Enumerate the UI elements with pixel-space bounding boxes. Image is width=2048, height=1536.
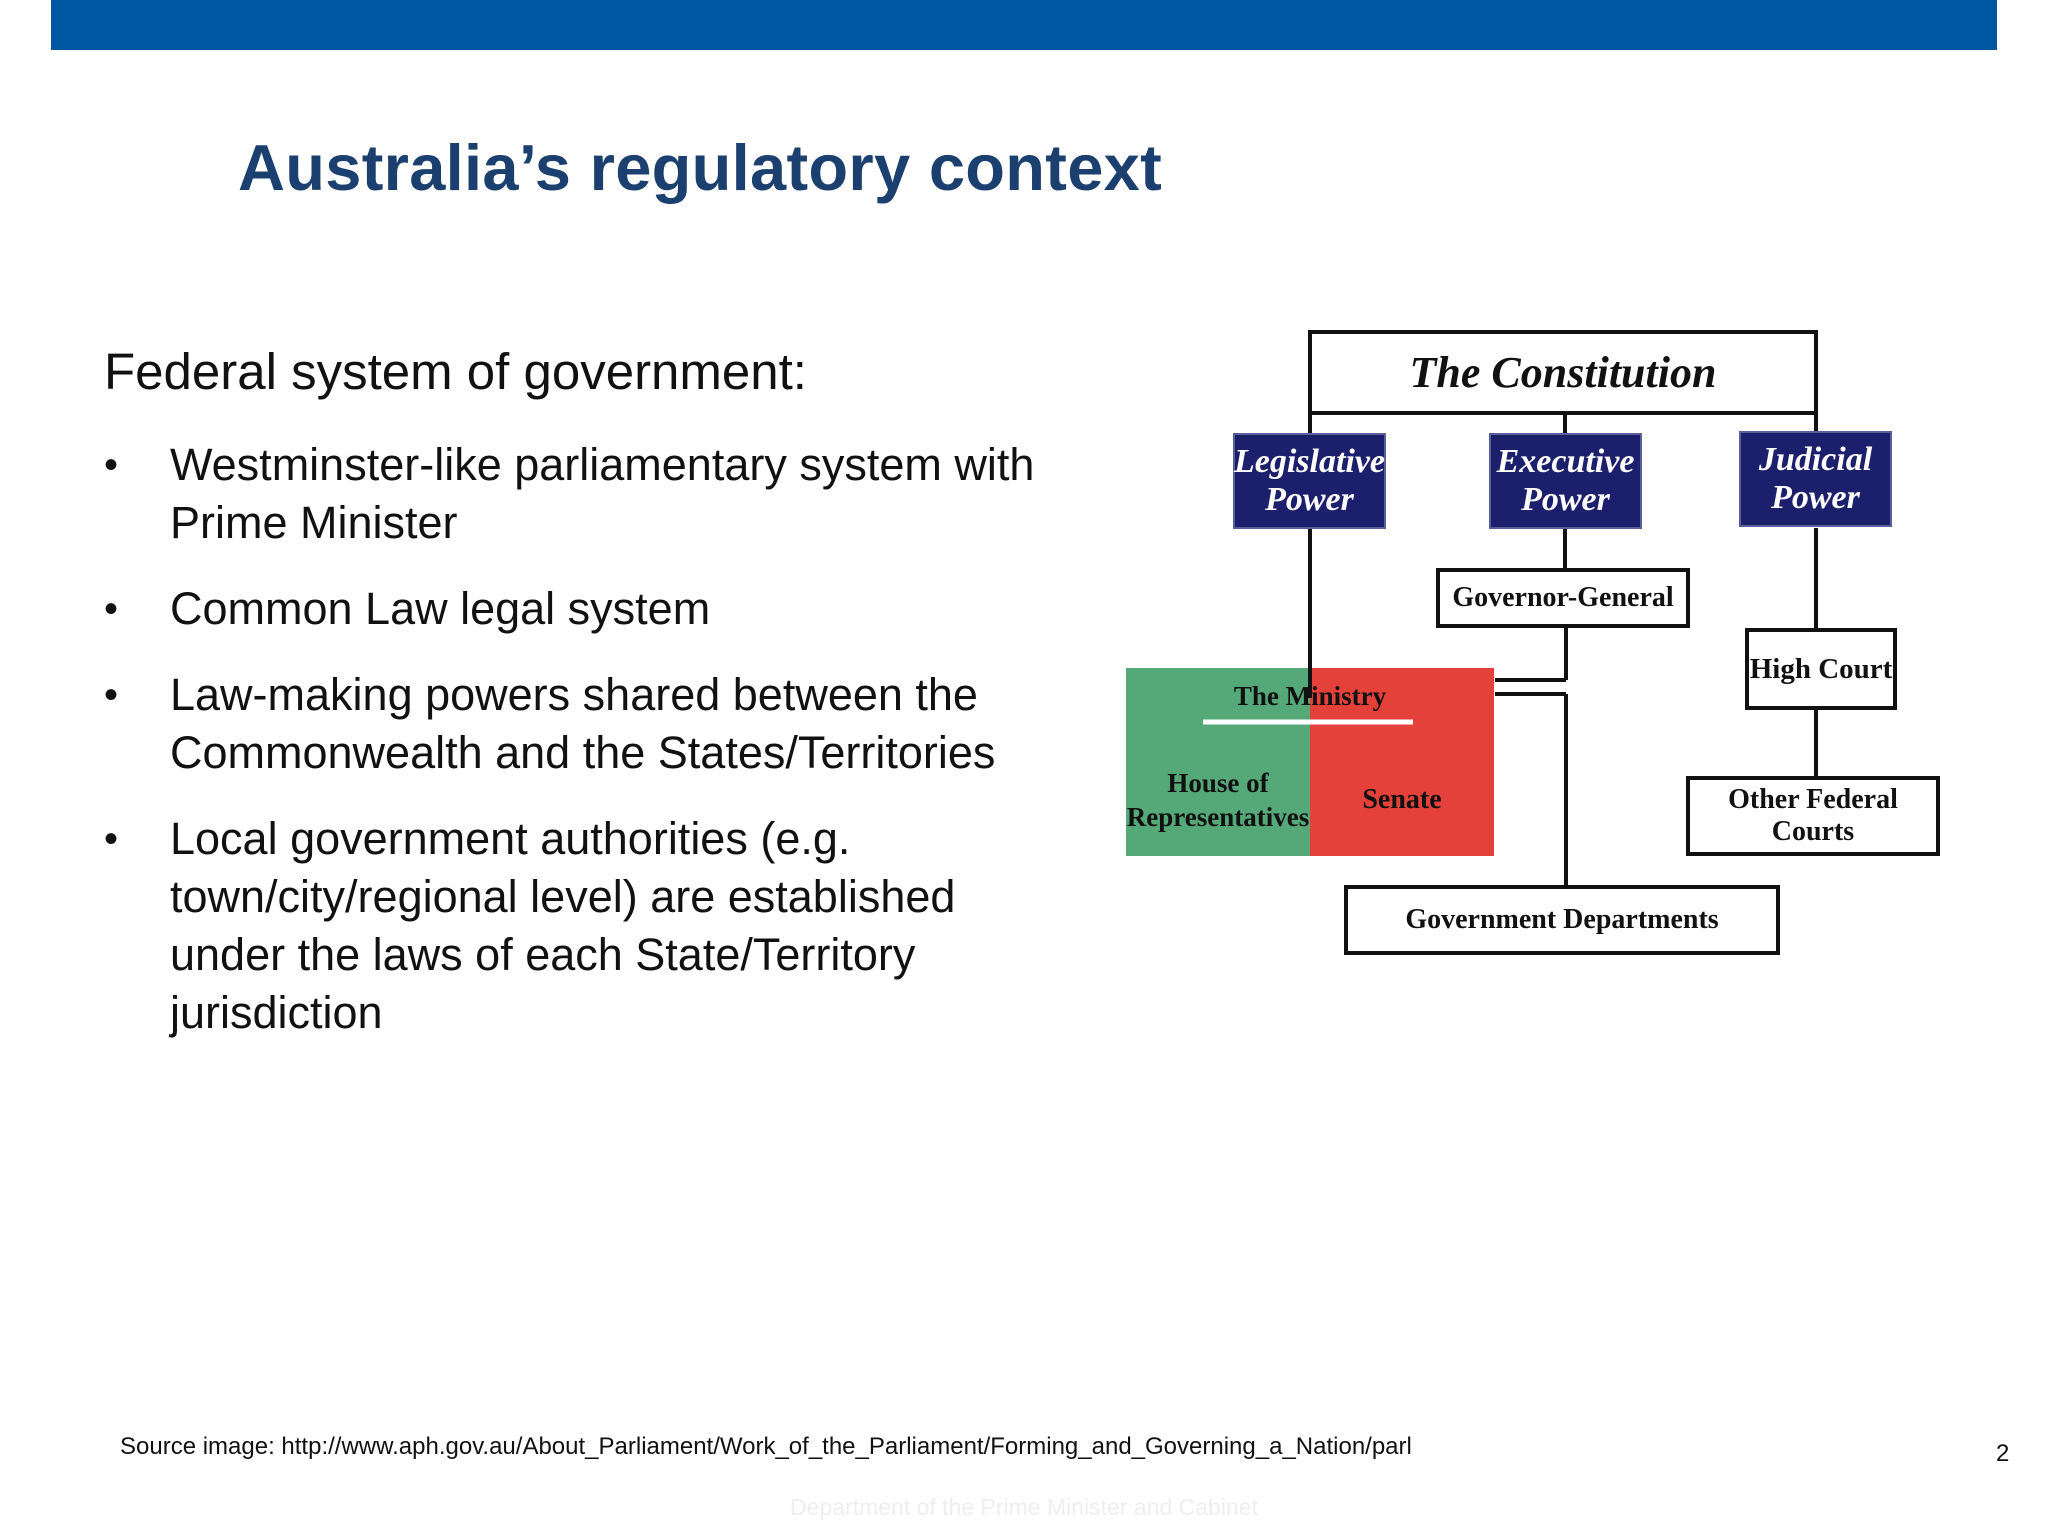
governor-general-box: Governor-General — [1436, 568, 1690, 628]
bullet-text: Westminster-like parliamentary system wi… — [170, 439, 1035, 548]
senate-label: Senate — [1362, 784, 1442, 815]
bullet-item: • Local government authorities (e.g. tow… — [104, 810, 1064, 1042]
box-label-line: House of — [1167, 768, 1269, 798]
box-label-line: Legislative — [1233, 443, 1386, 480]
page-number: 2 — [1996, 1440, 2010, 1467]
bullet-item: • Westminster-like parliamentary system … — [104, 436, 1064, 552]
diagram-connectors — [1308, 411, 1818, 888]
government-structure-diagram: The Constitution Legislative Power Execu… — [1120, 320, 1950, 960]
executive-power-box: Executive Power — [1489, 433, 1642, 529]
parliament-block — [1126, 668, 1494, 856]
box-label-line: Executive — [1496, 443, 1635, 480]
box-label-line: Representatives — [1126, 802, 1310, 832]
judicial-power-box: Judicial Power — [1739, 431, 1892, 527]
top-banner-bar — [51, 0, 1997, 50]
government-departments-box: Government Departments — [1344, 885, 1780, 955]
footer-department-name: Department of the Prime Minister and Cab… — [790, 1494, 1258, 1520]
bullet-text: Local government authorities (e.g. town/… — [170, 813, 956, 1038]
bullet-item: • Common Law legal system — [104, 580, 1064, 638]
senate-area — [1310, 668, 1494, 856]
bullet-marker: • — [104, 673, 119, 717]
other-federal-courts-box: Other Federal Courts — [1686, 776, 1940, 856]
the-ministry-label: The Ministry — [1233, 680, 1387, 711]
bullet-marker: • — [104, 817, 119, 861]
bullet-text: Common Law legal system — [170, 583, 711, 634]
legislative-power-box: Legislative Power — [1233, 433, 1386, 529]
slide-title: Australia’s regulatory context — [238, 131, 1163, 204]
bullet-marker: • — [104, 443, 119, 487]
bullet-item: • Law-making powers shared between the C… — [104, 666, 1064, 782]
source-note: Source image: http://www.aph.gov.au/Abou… — [120, 1433, 1412, 1460]
intro-heading: Federal system of government: — [104, 343, 807, 400]
house-of-representatives-area — [1126, 668, 1310, 856]
box-label-line: Power — [1265, 481, 1354, 518]
bullet-list: • Westminster-like parliamentary system … — [104, 436, 1064, 1070]
box-label-line: Power — [1771, 479, 1860, 516]
bullet-text: Law-making powers shared between the Com… — [170, 669, 996, 778]
box-label-line: Judicial — [1758, 441, 1873, 478]
box-label-line: Power — [1521, 481, 1610, 518]
constitution-box: The Constitution — [1308, 330, 1818, 415]
bullet-marker: • — [104, 587, 119, 631]
house-of-representatives-label: House of Representatives — [1126, 760, 1310, 840]
high-court-box: High Court — [1745, 628, 1897, 710]
